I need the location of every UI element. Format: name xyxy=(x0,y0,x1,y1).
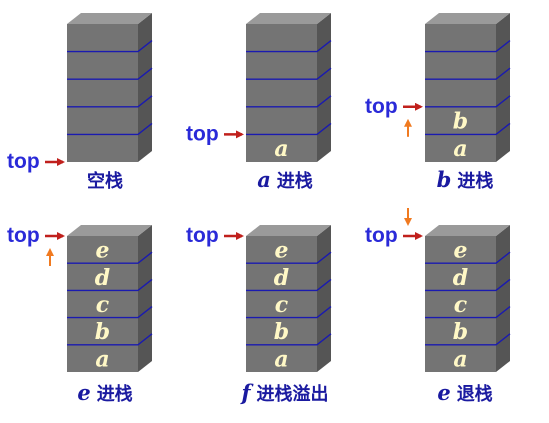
slot-divider xyxy=(246,333,332,346)
caption-operation: 进栈 xyxy=(97,383,133,405)
stack-side-face xyxy=(496,225,510,372)
slot-divider xyxy=(425,306,511,319)
stack-element: a xyxy=(274,136,288,162)
stack-element: b xyxy=(95,319,110,345)
stack-element: c xyxy=(454,292,468,318)
stack-caption: 空栈 xyxy=(87,170,123,192)
stack-front-face xyxy=(425,236,496,372)
caption-element-letter: e xyxy=(77,380,90,405)
slot-divider xyxy=(67,251,153,264)
stack-element: d xyxy=(95,265,110,291)
stack-element: b xyxy=(453,319,468,345)
caption-element-letter: e xyxy=(437,380,450,405)
slot-divider xyxy=(67,67,153,80)
top-pointer-label: top xyxy=(365,95,398,118)
caption-element-letter: b xyxy=(437,167,452,192)
caption-element-letter: f xyxy=(239,380,254,405)
slot-divider xyxy=(246,251,332,264)
slot-divider xyxy=(67,306,153,319)
slot-divider xyxy=(246,306,332,319)
slot-divider xyxy=(425,67,511,80)
caption-operation: 进栈 xyxy=(457,170,493,192)
stack-caption: e 退栈 xyxy=(437,380,492,405)
slot-divider xyxy=(67,122,153,136)
stack-element: d xyxy=(453,265,468,291)
slot-divider xyxy=(67,333,153,346)
slot-divider xyxy=(67,95,153,108)
stack-element: a xyxy=(453,346,467,372)
stack-caption: a 进栈 xyxy=(257,167,313,192)
stack-element: e xyxy=(454,238,468,264)
stack-element: e xyxy=(96,238,110,264)
slot-divider xyxy=(67,278,153,292)
stack-top-face xyxy=(246,225,331,236)
stack-top-face xyxy=(425,225,510,236)
slot-divider xyxy=(246,278,332,292)
stack-front-face xyxy=(67,236,138,372)
stack-front-face xyxy=(425,24,496,162)
stack-top-face xyxy=(425,13,510,24)
slot-divider xyxy=(246,95,332,108)
stack-element: a xyxy=(453,136,467,162)
stack-panel-empty: top 空栈 xyxy=(7,13,153,192)
slot-divider xyxy=(425,251,511,264)
stack-side-face xyxy=(317,13,331,162)
slot-divider xyxy=(246,122,332,136)
stack-element: b xyxy=(274,319,289,345)
caption-element-letter: a xyxy=(257,167,271,192)
stack-side-face xyxy=(317,225,331,372)
slot-divider xyxy=(425,278,511,292)
stack-side-face xyxy=(138,13,152,162)
caption-operation: 进栈溢出 xyxy=(257,383,329,405)
stack-panel-push-a: a top a 进栈 xyxy=(186,13,332,192)
stack-element: c xyxy=(96,292,110,318)
top-pointer-label: top xyxy=(7,224,40,247)
stack-element: a xyxy=(95,346,109,372)
stack-element: a xyxy=(274,346,288,372)
top-pointer-label: top xyxy=(186,224,219,247)
stack-top-face xyxy=(67,225,152,236)
caption-operation: 进栈 xyxy=(277,170,313,192)
stack-element: d xyxy=(274,265,289,291)
stack-top-face xyxy=(246,13,331,24)
stack-side-face xyxy=(496,13,510,162)
stack-side-face xyxy=(138,225,152,372)
caption-operation: 空栈 xyxy=(87,170,123,192)
top-pointer-label: top xyxy=(186,122,219,145)
stack-element: c xyxy=(275,292,289,318)
stack-front-face xyxy=(67,24,138,162)
stack-front-face xyxy=(246,24,317,162)
stack-top-face xyxy=(67,13,152,24)
slot-divider xyxy=(246,67,332,80)
slot-divider xyxy=(425,122,511,136)
slot-divider xyxy=(425,95,511,108)
stack-element: e xyxy=(275,238,289,264)
stack-element: b xyxy=(453,109,468,135)
slot-divider xyxy=(67,40,153,53)
stack-caption: e 进栈 xyxy=(77,380,132,405)
top-pointer-label: top xyxy=(365,224,398,247)
slot-divider xyxy=(246,40,332,53)
caption-operation: 退栈 xyxy=(457,383,493,405)
slot-divider xyxy=(425,40,511,53)
stack-front-face xyxy=(246,236,317,372)
top-pointer-label: top xyxy=(7,150,40,173)
slot-divider xyxy=(425,333,511,346)
